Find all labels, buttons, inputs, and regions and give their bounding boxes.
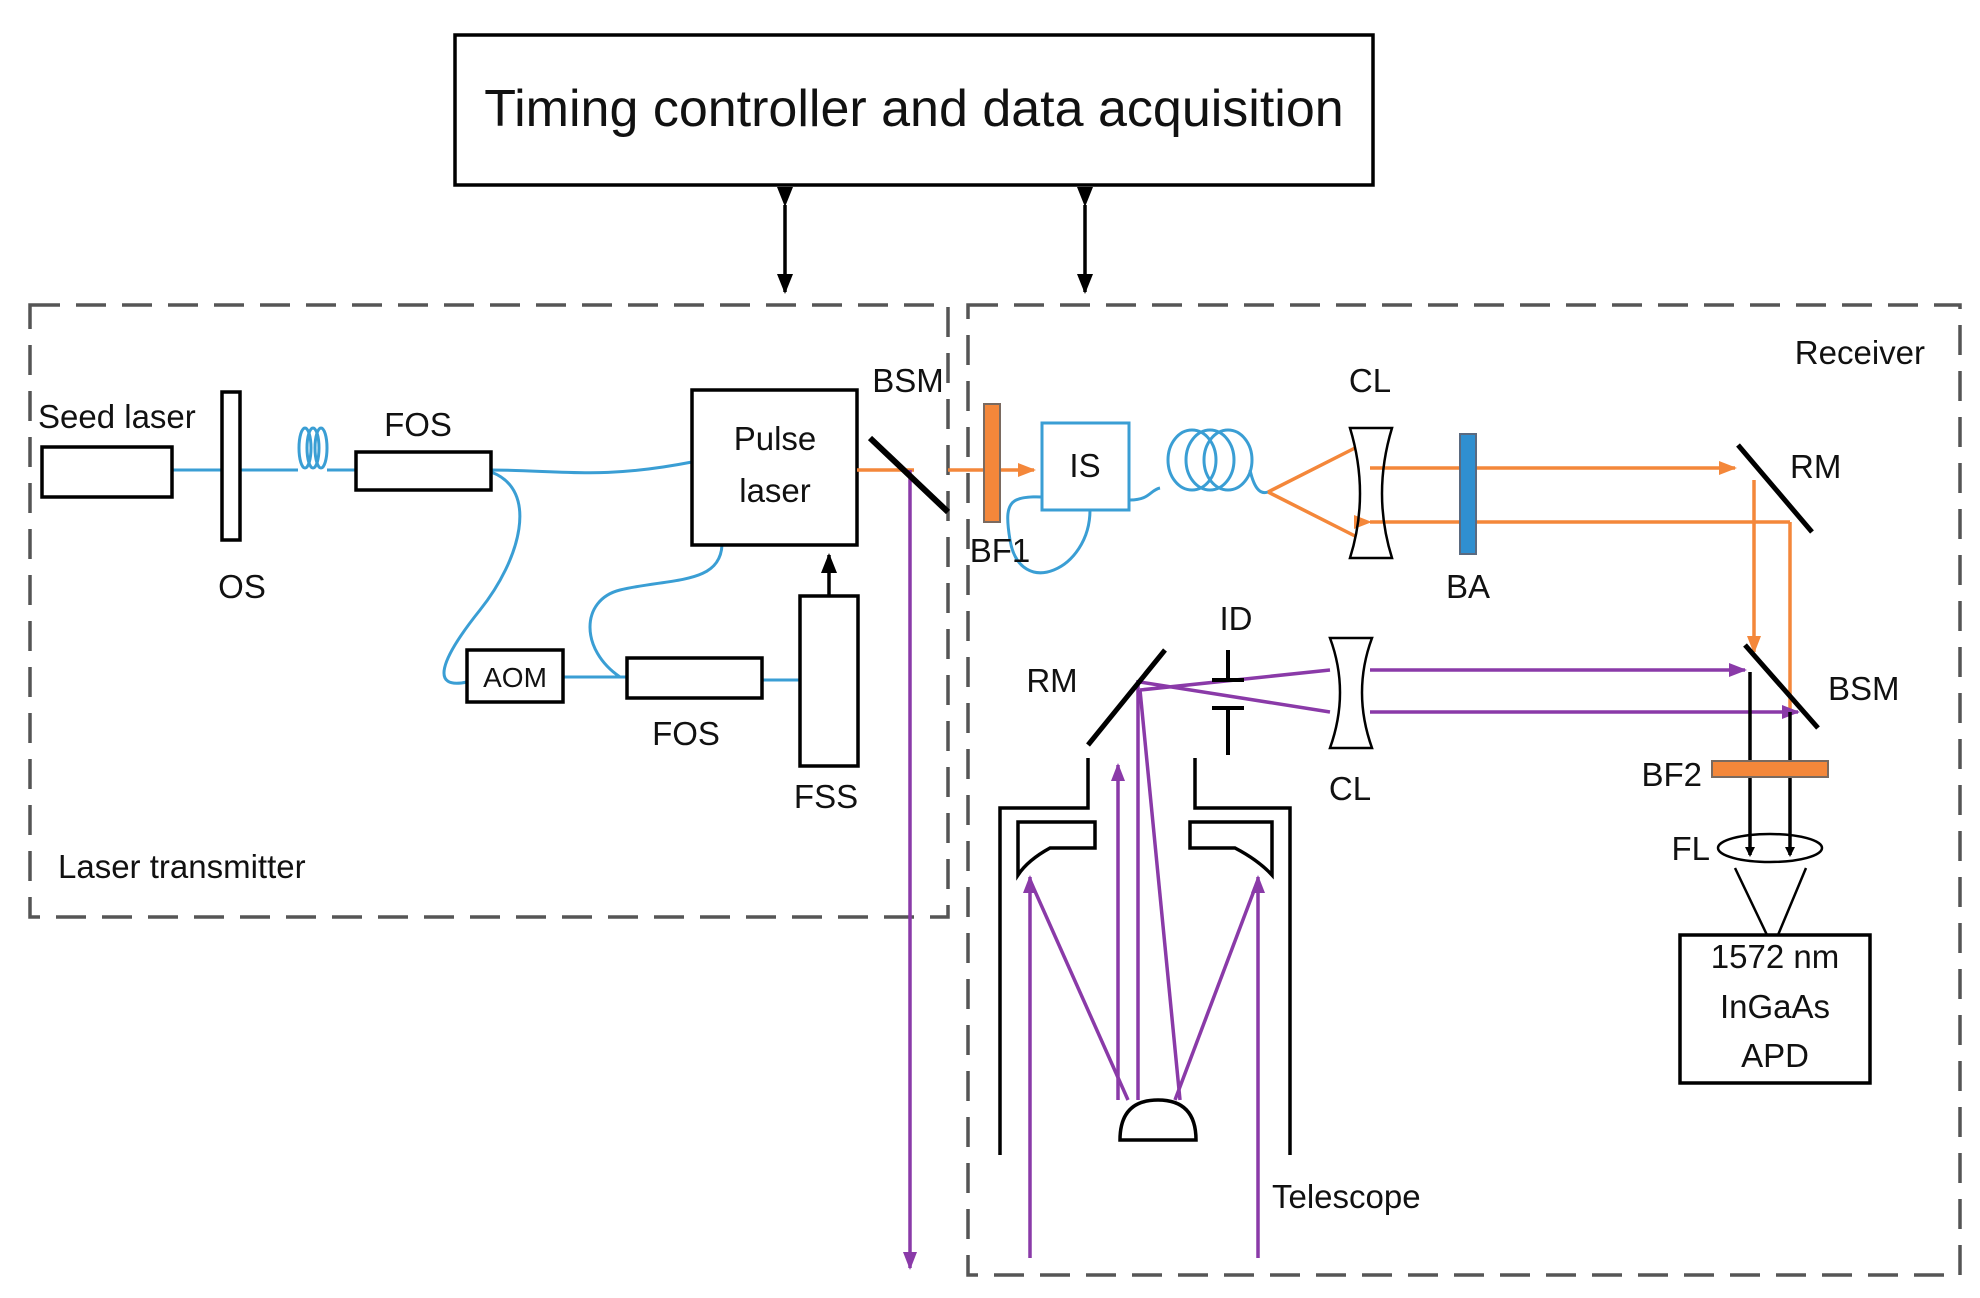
bsm-rx-label: BSM (1828, 670, 1900, 707)
cl-top-label: CL (1349, 362, 1391, 399)
frequency-stabilization-system: FSS (794, 553, 860, 815)
seed-laser: Seed laser (38, 398, 196, 499)
bandpass-filter-2: BF2 (1641, 756, 1829, 793)
seed-laser-label: Seed laser (38, 398, 196, 435)
detector-label-line2: InGaAs (1720, 988, 1830, 1025)
receiver-label: Receiver (1795, 334, 1925, 371)
detector-label-line3: APD (1741, 1037, 1809, 1074)
acousto-optic-modulator: AOM (465, 648, 565, 704)
beam-splitter-mirror-tx: BSM (867, 362, 951, 515)
bf2-label: BF2 (1641, 756, 1702, 793)
aom-label: AOM (483, 662, 547, 693)
fss-label: FSS (794, 778, 858, 815)
cl-bottom-label: CL (1329, 770, 1371, 807)
fiber-lines (172, 426, 1269, 685)
os-label: OS (218, 568, 266, 605)
apd-detector: 1572 nm InGaAs APD (1678, 933, 1872, 1085)
fos-bottom-label: FOS (652, 715, 720, 752)
optical-switch: OS (218, 390, 266, 605)
telescope-label: Telescope (1272, 1178, 1421, 1215)
fiber-optic-splitter-top: FOS (354, 406, 493, 492)
bsm-tx-label: BSM (872, 362, 944, 399)
telescope: Telescope (998, 758, 1421, 1215)
pulse-laser-label-line1: Pulse (734, 420, 817, 457)
reflecting-mirror-left: RM (1026, 648, 1167, 747)
fiber-optic-splitter-bottom: FOS (625, 656, 764, 752)
id-label: ID (1220, 600, 1253, 637)
is-label: IS (1069, 447, 1100, 484)
collimated-reference-beam (1267, 446, 1792, 712)
rm-right-label: RM (1790, 448, 1841, 485)
fos-top-label: FOS (384, 406, 452, 443)
detector-label-line1: 1572 nm (1711, 938, 1839, 975)
ba-label: BA (1446, 568, 1490, 605)
reflecting-mirror-right: RM (1736, 443, 1841, 534)
iris-diaphragm: ID (1212, 600, 1253, 755)
bandpass-filter-1: BF1 (970, 403, 1031, 569)
rm-left-label: RM (1026, 662, 1077, 699)
bf1-label: BF1 (970, 532, 1031, 569)
collimating-lens-bottom: CL (1328, 636, 1374, 807)
beam-splitter-mirror-rx: BSM (1743, 643, 1900, 730)
laser-transmitter-label: Laser transmitter (58, 848, 306, 885)
collimating-lens-top: CL (1348, 362, 1394, 560)
pulse-laser-label-line2: laser (739, 472, 811, 509)
transmit-beam (857, 468, 917, 1270)
receiver-group (966, 303, 1962, 1277)
focusing-lens: FL (1671, 830, 1824, 867)
timing-controller-label: Timing controller and data acquisition (484, 80, 1343, 138)
timing-controller-box: Timing controller and data acquisition (453, 33, 1375, 187)
pulse-laser: Pulse laser (690, 388, 859, 547)
fl-label: FL (1671, 830, 1710, 867)
beam-attenuator: BA (1446, 433, 1490, 605)
laser-transmitter-group (28, 303, 950, 919)
return-beams (1023, 663, 1800, 1258)
integrating-sphere: IS (1040, 421, 1131, 512)
